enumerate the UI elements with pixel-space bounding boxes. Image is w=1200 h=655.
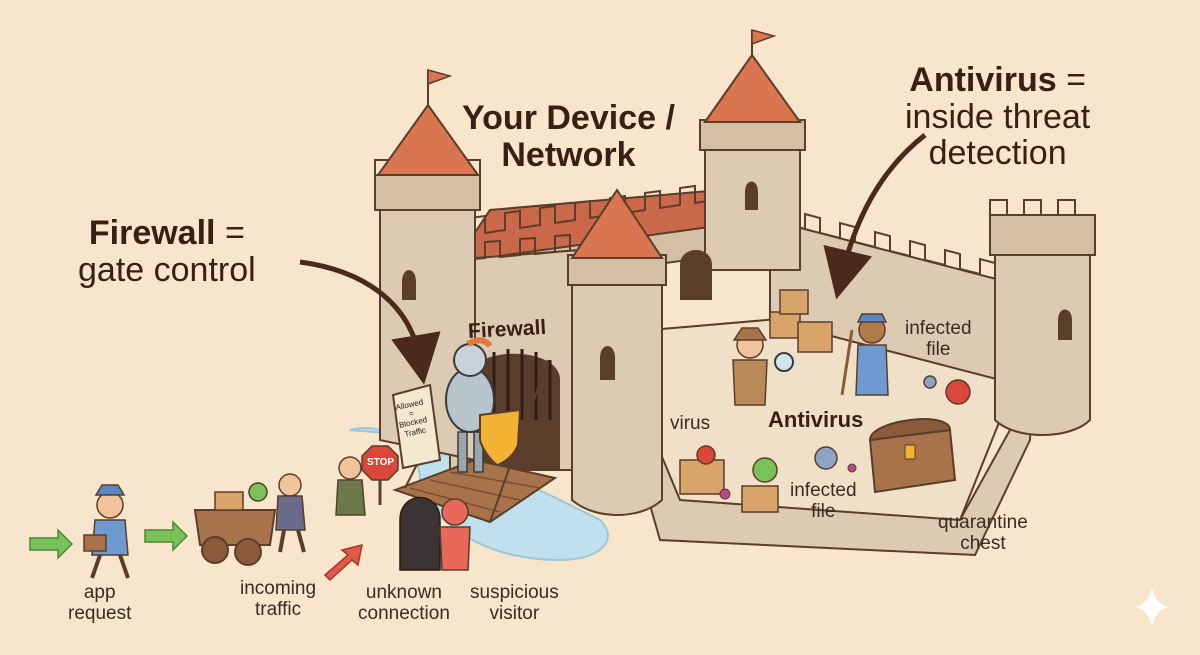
quarantine-chest-label: quarantine chest <box>938 512 1028 555</box>
virus-label: virus <box>670 413 711 434</box>
firewall-term: Firewall <box>88 214 216 252</box>
app-request-label: app request <box>68 582 131 625</box>
infected-file-top-label: infected file <box>905 318 972 361</box>
cleaner-antivirus <box>840 313 889 396</box>
infected-file-bottom-line1: infected <box>790 480 857 501</box>
firewall-arrow <box>299 259 441 385</box>
gate-sign-label: Firewall <box>467 315 547 344</box>
quarantine-chest <box>868 418 957 494</box>
back-right-tower-flag <box>751 29 777 46</box>
front-middle-tower-roof <box>570 188 664 259</box>
stop-sign-graphic <box>361 445 399 505</box>
antivirus-term: Antivirus <box>909 61 1057 99</box>
traffic-people <box>83 456 471 579</box>
antivirus-equals: = <box>1066 61 1086 99</box>
sparkle-icon <box>1134 588 1170 626</box>
title: Your Device / Network <box>462 100 675 173</box>
title-line1: Your Device / <box>462 99 675 137</box>
app-request-line1: app <box>83 582 116 603</box>
antivirus-caption-line1: Antivirus = <box>905 62 1090 99</box>
right-tower <box>989 199 1096 436</box>
traffic-arrows <box>29 520 363 582</box>
left-tower-roof <box>376 103 480 176</box>
unknown-connection-line1: unknown <box>365 582 442 603</box>
antivirus-sign-label: Antivirus <box>768 407 864 432</box>
antivirus-arrow <box>823 133 927 300</box>
infected-file-bottom-line2: file <box>811 501 836 523</box>
incoming-traffic-line1: incoming <box>240 578 317 599</box>
rule-book <box>391 383 442 470</box>
suspicious-visitor-label: suspicious visitor <box>470 582 559 625</box>
firewall-equals: = <box>224 214 245 252</box>
incoming-traffic-line2: traffic <box>254 599 302 621</box>
detective-antivirus <box>732 327 794 406</box>
virus-creatures <box>696 375 971 500</box>
firewall-caption: Firewall = gate control <box>78 215 256 288</box>
antivirus-meaning-line1: inside threat <box>905 97 1091 136</box>
quarantine-line1: quarantine <box>938 512 1028 533</box>
firewall-caption-line1: Firewall = <box>78 215 256 252</box>
infected-file-bottom-label: infected file <box>790 480 857 523</box>
boxes <box>679 289 833 513</box>
title-line2: Network <box>501 135 636 174</box>
shield <box>479 408 522 467</box>
knight-guard <box>445 337 522 473</box>
antivirus-meaning-line2: detection <box>928 134 1067 173</box>
firewall-meaning: gate control <box>78 250 256 289</box>
unknown-connection-label: unknown connection <box>358 582 450 625</box>
front-middle-tower <box>567 188 667 516</box>
unknown-connection-line2: connection <box>358 603 450 625</box>
stop-sign-text: STOP <box>367 457 395 468</box>
left-tower-flag <box>427 69 453 86</box>
back-right-tower-roof <box>703 53 802 123</box>
incoming-traffic-label: incoming traffic <box>240 578 316 621</box>
suspicious-visitor-line1: suspicious <box>470 582 559 603</box>
back-right-tower <box>680 29 806 300</box>
quarantine-line2: chest <box>960 533 1006 555</box>
infected-file-top-line2: file <box>926 339 951 361</box>
app-request-line2: request <box>68 603 132 625</box>
suspicious-visitor-line2: visitor <box>489 603 540 625</box>
infected-file-top-line1: infected <box>905 318 972 339</box>
antivirus-caption: Antivirus = inside threat detection <box>905 62 1090 172</box>
